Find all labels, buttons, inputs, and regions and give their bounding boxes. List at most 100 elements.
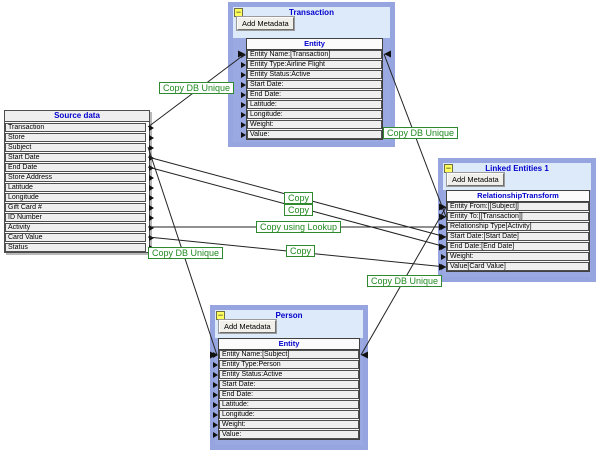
field-row[interactable]: Longitude: bbox=[241, 110, 382, 119]
field-label: Value: bbox=[222, 431, 242, 438]
field-label: ID Number bbox=[8, 214, 42, 221]
add-metadata-button[interactable]: Add Metadata bbox=[218, 319, 277, 334]
field-label: Start Date:[Start Date] bbox=[450, 233, 519, 240]
port-arrow-icon bbox=[149, 135, 154, 141]
field-row[interactable]: Entity From:[[Subject]] bbox=[441, 202, 589, 211]
field-label: Store bbox=[8, 134, 25, 141]
field-row[interactable]: Entity Name:[Transaction] bbox=[241, 50, 382, 59]
source-title: Source data bbox=[5, 111, 149, 122]
field-row[interactable]: Start Date: bbox=[213, 380, 359, 389]
transform-label[interactable]: Copy DB Unique bbox=[159, 82, 235, 94]
field-row[interactable]: Value: bbox=[213, 430, 359, 439]
port-arrow-icon bbox=[441, 214, 446, 220]
field-row[interactable]: Activity bbox=[5, 223, 154, 232]
field-label: Subject bbox=[8, 144, 32, 151]
field-label: End Date:[End Date] bbox=[450, 243, 515, 250]
field-row[interactable]: Card Value bbox=[5, 233, 154, 242]
field-row[interactable]: Entity Status:Active bbox=[241, 70, 382, 79]
port-arrow-icon bbox=[441, 254, 446, 260]
field-row[interactable]: Weight: bbox=[441, 252, 589, 261]
port-arrow-icon bbox=[149, 165, 154, 171]
transaction-node[interactable]: − Transaction Add Metadata Entity Entity… bbox=[228, 2, 395, 147]
person-node[interactable]: − Person Add Metadata Entity Entity Name… bbox=[210, 305, 368, 450]
field-row[interactable]: Entity Status:Active bbox=[213, 370, 359, 379]
node-header: − Linked Entities 1 Add Metadata bbox=[443, 163, 591, 190]
port-arrow-icon bbox=[441, 244, 446, 250]
field-row[interactable]: Entity Name:[Subject] bbox=[213, 350, 359, 359]
field-row[interactable]: End Date: bbox=[213, 390, 359, 399]
field-label: Entity Name:[Subject] bbox=[222, 351, 290, 358]
transform-label[interactable]: Copy bbox=[284, 192, 314, 204]
field-row[interactable]: Status bbox=[5, 243, 154, 252]
entity-field-list: Entity Name:[Transaction] Entity Type:Air… bbox=[241, 50, 382, 139]
transform-label[interactable]: Copy bbox=[286, 245, 316, 257]
field-label: Entity Status:Active bbox=[250, 71, 311, 78]
field-row[interactable]: End Date:[End Date] bbox=[441, 242, 589, 251]
port-arrow-icon bbox=[149, 205, 154, 211]
port-arrow-icon bbox=[149, 185, 154, 191]
field-row[interactable]: Value: bbox=[241, 130, 382, 139]
entity-table-title: Entity bbox=[247, 39, 382, 50]
port-arrow-icon bbox=[241, 62, 246, 68]
port-arrow-icon bbox=[149, 125, 154, 131]
field-label: Latitude bbox=[8, 184, 33, 191]
relationship-table-title: RelationshipTransform bbox=[447, 191, 589, 202]
transform-label[interactable]: Copy DB Unique bbox=[383, 127, 459, 139]
port-arrow-icon bbox=[213, 352, 218, 358]
field-row[interactable]: Latitude: bbox=[213, 400, 359, 409]
field-label: Status bbox=[8, 244, 28, 251]
linked-entities-node[interactable]: − Linked Entities 1 Add Metadata Relatio… bbox=[438, 158, 596, 282]
port-arrow-icon bbox=[213, 422, 218, 428]
field-label: Card Value bbox=[8, 234, 43, 241]
field-row[interactable]: Latitude: bbox=[241, 100, 382, 109]
entity-table: Entity Entity Name:[Transaction] Entity T… bbox=[241, 38, 383, 140]
field-row[interactable]: End Date bbox=[5, 163, 154, 172]
port-arrow-icon bbox=[241, 122, 246, 128]
node-title: Linked Entities 1 bbox=[485, 164, 549, 173]
field-row[interactable]: Start Date:[Start Date] bbox=[441, 232, 589, 241]
field-row[interactable]: ID Number bbox=[5, 213, 154, 222]
field-row[interactable]: Start Date bbox=[5, 153, 154, 162]
field-row[interactable]: Entity To:[[Transaction]] bbox=[441, 212, 589, 221]
transform-label[interactable]: Copy bbox=[284, 204, 314, 216]
field-row[interactable]: Latitude bbox=[5, 183, 154, 192]
field-label: Longitude bbox=[8, 194, 39, 201]
field-row[interactable]: Transaction bbox=[5, 123, 154, 132]
field-row[interactable]: Weight: bbox=[213, 420, 359, 429]
field-row[interactable]: Weight: bbox=[241, 120, 382, 129]
field-label: Latitude: bbox=[222, 401, 249, 408]
port-arrow-icon bbox=[149, 175, 154, 181]
field-row[interactable]: Relationship Type[Activity] bbox=[441, 222, 589, 231]
field-label: Entity Type:Airline Flight bbox=[250, 61, 325, 68]
field-row[interactable]: Value[Card Value] bbox=[441, 262, 589, 271]
port-arrow-icon bbox=[149, 145, 154, 151]
field-row[interactable]: Entity Type:Person bbox=[213, 360, 359, 369]
transform-label[interactable]: Copy DB Unique bbox=[367, 275, 443, 287]
field-label: Start Date: bbox=[250, 81, 284, 88]
transform-label[interactable]: Copy using Lookup bbox=[256, 221, 342, 233]
field-row[interactable]: Start Date: bbox=[241, 80, 382, 89]
field-label: End Date: bbox=[250, 91, 282, 98]
field-row[interactable]: End Date: bbox=[241, 90, 382, 99]
port-arrow-icon bbox=[213, 432, 218, 438]
field-row[interactable]: Subject bbox=[5, 143, 154, 152]
field-label: Weight: bbox=[450, 253, 474, 260]
field-row[interactable]: Gift Card # bbox=[5, 203, 154, 212]
field-row[interactable]: Store Address bbox=[5, 173, 154, 182]
collapse-icon[interactable]: − bbox=[234, 7, 243, 17]
field-label: Entity From:[[Subject]] bbox=[450, 203, 519, 210]
transform-label[interactable]: Copy DB Unique bbox=[148, 247, 224, 259]
port-arrow-icon bbox=[213, 402, 218, 408]
field-label: Activity bbox=[8, 224, 31, 231]
field-row[interactable]: Store bbox=[5, 133, 154, 142]
add-metadata-button[interactable]: Add Metadata bbox=[236, 16, 295, 31]
add-metadata-button[interactable]: Add Metadata bbox=[446, 172, 505, 187]
port-arrow-icon bbox=[241, 132, 246, 138]
field-row[interactable]: Longitude bbox=[5, 193, 154, 202]
entity-table: Entity Entity Name:[Subject]Entity Type:… bbox=[213, 338, 360, 440]
field-label: Latitude: bbox=[250, 101, 277, 108]
field-row[interactable]: Longitude: bbox=[213, 410, 359, 419]
field-row[interactable]: Entity Type:Airline Flight bbox=[241, 60, 382, 69]
